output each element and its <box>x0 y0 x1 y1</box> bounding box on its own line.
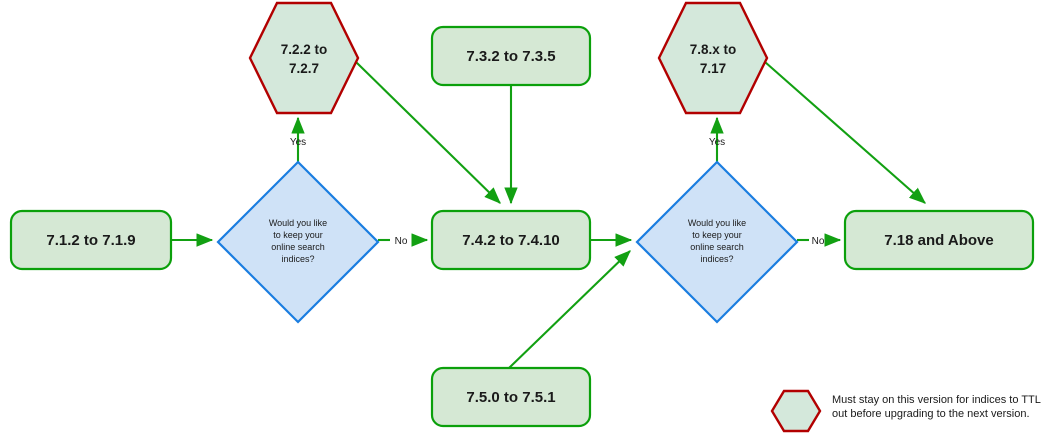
edge-n4-to-d2 <box>508 250 631 369</box>
legend-text-line-1: Must stay on this version for indices to… <box>832 394 1041 406</box>
legend-text-line-2: out before upgrading to the next version… <box>832 408 1030 420</box>
decision-label-line-4: indices? <box>281 254 314 264</box>
edge-label-no-left: No <box>395 236 408 247</box>
node-7-4-2-to-7-4-10[interactable]: 7.4.2 to 7.4.10 <box>430 209 592 271</box>
legend: Must stay on this version for indices to… <box>770 389 1041 433</box>
node-7-1-2-to-7-1-9[interactable]: 7.1.2 to 7.1.9 <box>9 209 173 271</box>
node-label: 7.1.2 to 7.1.9 <box>46 232 135 249</box>
node-shape-rounded-rect[interactable] <box>430 366 592 428</box>
edge-label-yes-right: Yes <box>709 137 725 148</box>
edge-label-yes-left: Yes <box>290 137 306 148</box>
edge-h1-to-n3 <box>355 61 501 204</box>
decision-keep-online-search-indices-left[interactable]: Would you like to keep your online searc… <box>216 160 380 324</box>
decision-label-line-1: Would you like <box>688 218 746 228</box>
edge-h2-to-n5 <box>764 61 926 204</box>
node-7-5-0-to-7-5-1[interactable]: 7.5.0 to 7.5.1 <box>430 366 592 428</box>
node-label: 7.3.2 to 7.3.5 <box>466 48 555 65</box>
node-shape-rounded-rect[interactable] <box>9 209 173 271</box>
node-7-3-2-to-7-3-5[interactable]: 7.3.2 to 7.3.5 <box>430 25 592 87</box>
edge-label-no-right: No <box>812 236 825 247</box>
node-label: 7.5.0 to 7.5.1 <box>466 389 555 406</box>
node-7-2-2-to-7-2-7[interactable]: 7.2.2 to 7.2.7 <box>248 1 360 115</box>
edges-layer <box>171 61 926 369</box>
node-shape-rounded-rect[interactable] <box>430 25 592 87</box>
node-shape-rounded-rect[interactable] <box>843 209 1035 271</box>
decision-label-line-1: Would you like <box>269 218 327 228</box>
decision-label-line-3: online search <box>271 242 325 252</box>
node-7-8-x-to-7-17[interactable]: 7.8.x to 7.17 <box>657 1 769 115</box>
node-shape-hexagon[interactable] <box>657 1 769 115</box>
node-label: 7.4.2 to 7.4.10 <box>462 232 560 249</box>
legend-hexagon-swatch-icon <box>770 389 822 433</box>
node-7-18-and-above[interactable]: 7.18 and Above <box>843 209 1035 271</box>
decision-keep-online-search-indices-right[interactable]: Would you like to keep your online searc… <box>635 160 799 324</box>
node-label-line-2: 7.17 <box>700 61 726 76</box>
node-shape-diamond[interactable] <box>216 160 380 324</box>
decision-label-line-4: indices? <box>700 254 733 264</box>
node-label-line-1: 7.2.2 to <box>281 42 328 57</box>
edge-labels-layer: Yes No Yes No <box>290 137 825 247</box>
node-shape-diamond[interactable] <box>635 160 799 324</box>
decision-label-line-2: to keep your <box>692 230 742 240</box>
node-label-line-2: 7.2.7 <box>289 61 319 76</box>
decision-label-line-3: online search <box>690 242 744 252</box>
node-shape-rounded-rect[interactable] <box>430 209 592 271</box>
node-label: 7.18 and Above <box>884 232 993 249</box>
decision-label-line-2: to keep your <box>273 230 323 240</box>
node-label-line-1: 7.8.x to <box>690 42 737 57</box>
node-shape-hexagon[interactable] <box>248 1 360 115</box>
